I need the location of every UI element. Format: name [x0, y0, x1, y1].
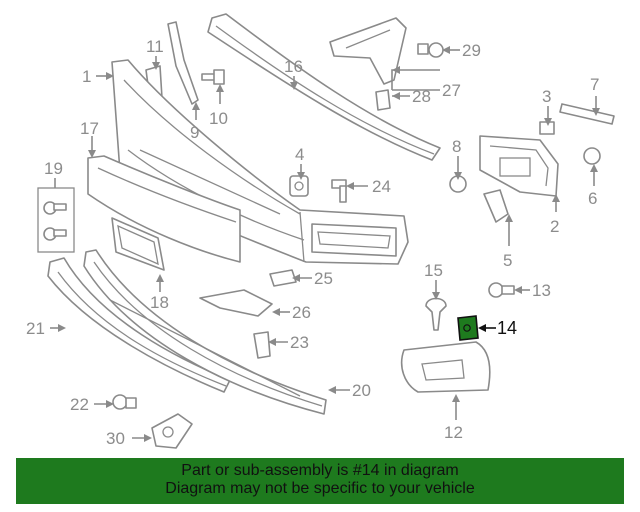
- callout-28: 28: [412, 87, 431, 106]
- callout-19: 19: [44, 159, 63, 178]
- part-14-highlighted-retainer[interactable]: [457, 315, 479, 341]
- callout-27: 27: [442, 81, 461, 100]
- callout-10: 10: [209, 109, 228, 128]
- callout-12: 12: [444, 423, 463, 442]
- callout-13: 13: [532, 281, 551, 300]
- callout-4: 4: [295, 145, 304, 164]
- part-20-lower-shield: [83, 249, 327, 415]
- part-9-bracket: [167, 21, 199, 105]
- part-29-screw: [417, 42, 444, 58]
- part-4-clip: [289, 175, 309, 197]
- part-6-nut: [583, 147, 601, 165]
- part-16-upper-bar: [207, 13, 441, 161]
- part-7-bracket: [559, 103, 615, 125]
- part-22-bolt: [112, 394, 137, 410]
- callout-23: 23: [290, 333, 309, 352]
- part-2-side-bracket: [479, 135, 559, 197]
- arrowheads: [58, 46, 600, 442]
- part-23-clip: [253, 331, 271, 359]
- callout-2: 2: [550, 217, 559, 236]
- part-15-push-pin: [425, 297, 447, 331]
- callout-15: 15: [424, 261, 443, 280]
- part-27-upper-bracket: [329, 17, 407, 85]
- callout-24: 24: [372, 177, 391, 196]
- callout-30: 30: [106, 429, 125, 448]
- callout-17: 17: [80, 119, 99, 138]
- parts-diagram: 1 2 3 4 5 6 7 8 9 10 11 12 13 14 15 16 1…: [26, 13, 615, 449]
- callout-labels: 1 2 3 4 5 6 7 8 9 10 11 12 13 14 15 16 1…: [26, 37, 599, 448]
- callout-26: 26: [292, 303, 311, 322]
- callout-18: 18: [150, 293, 169, 312]
- part-13-bolt: [488, 282, 515, 298]
- callout-29: 29: [462, 41, 481, 60]
- part-26-bracket: [199, 289, 273, 317]
- part-25-bracket: [269, 269, 297, 287]
- callout-7: 7: [590, 75, 599, 94]
- callout-9: 9: [190, 123, 199, 142]
- part-1-bumper-face: [111, 59, 409, 265]
- part-17-lower-cover: [87, 155, 241, 263]
- part-10-bolt: [201, 69, 225, 85]
- callout-21: 21: [26, 319, 45, 338]
- part-18-license-bracket: [111, 217, 165, 271]
- callout-11: 11: [146, 37, 164, 56]
- callout-22: 22: [70, 395, 89, 414]
- callout-20: 20: [352, 381, 371, 400]
- callout-16: 16: [284, 57, 303, 76]
- banner-line-1: Part or sub-assembly is #14 in diagram: [181, 462, 459, 479]
- part-28-clip: [375, 89, 391, 111]
- part-24-bolt: [331, 179, 347, 203]
- part-14-shape[interactable]: [457, 315, 479, 341]
- banner-line-2: Diagram may not be specific to your vehi…: [165, 480, 475, 497]
- part-21-deflector: [47, 257, 231, 393]
- callout-1: 1: [82, 67, 91, 86]
- part-30-bracket: [151, 413, 193, 449]
- part-19-bolt-set: [37, 187, 75, 253]
- info-banner: Part or sub-assembly is #14 in diagram D…: [16, 458, 624, 504]
- callout-14-highlighted[interactable]: 14: [497, 318, 517, 338]
- callout-3: 3: [542, 87, 551, 106]
- callout-5: 5: [503, 251, 512, 270]
- callout-25: 25: [314, 269, 333, 288]
- callout-6: 6: [588, 189, 597, 208]
- callout-8: 8: [452, 137, 461, 156]
- part-12-end-cap: [400, 341, 491, 393]
- part-5-bracket: [483, 189, 509, 223]
